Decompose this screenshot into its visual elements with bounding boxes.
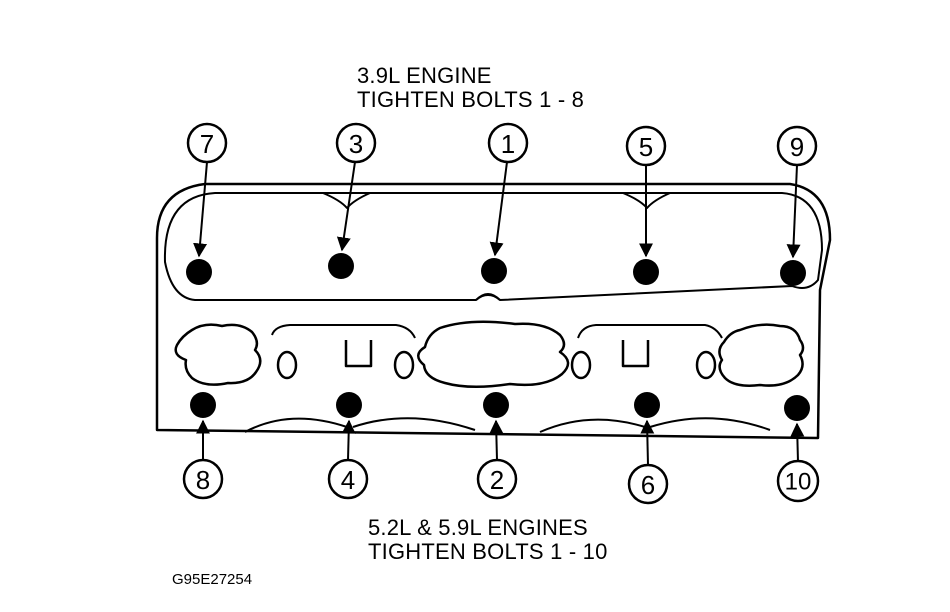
water-port-3 xyxy=(570,350,592,380)
callout-label-2: 2 xyxy=(490,465,504,495)
arrow-1 xyxy=(489,161,508,257)
bottom-scallop-4 xyxy=(649,417,771,431)
water-port-4 xyxy=(695,350,717,380)
arrow-4 xyxy=(341,419,356,461)
callout-label-7: 7 xyxy=(200,129,214,159)
callout-label-5: 5 xyxy=(639,132,653,162)
arrow-10 xyxy=(790,422,805,463)
bolt-hole-4 xyxy=(336,392,362,418)
top-caption: 3.9L ENGINE TIGHTEN BOLTS 1 - 8 xyxy=(357,64,584,112)
callout-circle-2 xyxy=(476,458,518,500)
water-port-2 xyxy=(393,350,415,380)
callout-circle-6 xyxy=(627,463,669,505)
arrow-7 xyxy=(193,161,208,258)
bolt-hole-1 xyxy=(481,258,507,284)
callout-circle-10 xyxy=(776,459,820,503)
callout-label-9: 9 xyxy=(790,132,804,162)
bolt-hole-7 xyxy=(186,259,212,285)
callout-circle-9 xyxy=(776,125,818,167)
figure-code: G95E27254 xyxy=(172,571,253,588)
callout-circle-7 xyxy=(186,122,228,164)
exhaust-port-left xyxy=(174,323,262,386)
bolt-hole-2 xyxy=(483,392,509,418)
callout-circle-5 xyxy=(625,125,667,167)
bottom-scallop-2 xyxy=(352,417,476,431)
bottom-caption: 5.2L & 5.9L ENGINES TIGHTEN BOLTS 1 - 10 xyxy=(368,516,608,564)
head-outline xyxy=(155,182,832,440)
pushrod-slot-right xyxy=(621,340,650,368)
bottom-scallop-1 xyxy=(244,417,348,433)
callout-label-10: 10 xyxy=(785,469,812,496)
top-caption-line1: 3.9L ENGINE xyxy=(357,63,492,88)
arrow-9 xyxy=(786,164,801,259)
gasket-notch xyxy=(475,293,501,301)
bolt-hole-10 xyxy=(784,395,810,421)
callout-circle-3 xyxy=(335,122,377,164)
port-divider-left xyxy=(271,324,416,339)
pushrod-slot-left xyxy=(344,340,373,368)
arrow-3 xyxy=(336,161,356,252)
callout-circle-8 xyxy=(182,458,224,500)
bolt-hole-5 xyxy=(633,259,659,285)
callout-circle-4 xyxy=(327,458,369,500)
callout-label-3: 3 xyxy=(349,129,363,159)
gasket-outline xyxy=(163,192,823,301)
top-caption-line2: TIGHTEN BOLTS 1 - 8 xyxy=(357,87,585,112)
bolt-hole-9 xyxy=(780,260,806,286)
bolt-hole-3 xyxy=(328,253,354,279)
callout-label-4: 4 xyxy=(341,465,355,495)
bottom-caption-line2: TIGHTEN BOLTS 1 - 10 xyxy=(368,539,608,564)
water-port-1 xyxy=(276,350,298,380)
bottom-caption-line1: 5.2L & 5.9L ENGINES xyxy=(368,515,588,540)
intake-port-center xyxy=(417,320,570,389)
callout-label-8: 8 xyxy=(196,465,210,495)
arrow-6 xyxy=(640,419,655,466)
bolt-hole-8 xyxy=(190,392,216,418)
exhaust-port-right xyxy=(718,323,805,387)
bottom-scallop-3 xyxy=(539,418,646,433)
port-divider-right xyxy=(577,324,723,339)
callout-label-6: 6 xyxy=(641,470,655,500)
bolt-hole-6 xyxy=(634,392,660,418)
callout-label-1: 1 xyxy=(501,129,515,159)
gasket-bump-left xyxy=(322,192,371,209)
arrow-2 xyxy=(489,419,504,461)
callout-circle-1 xyxy=(487,122,529,164)
